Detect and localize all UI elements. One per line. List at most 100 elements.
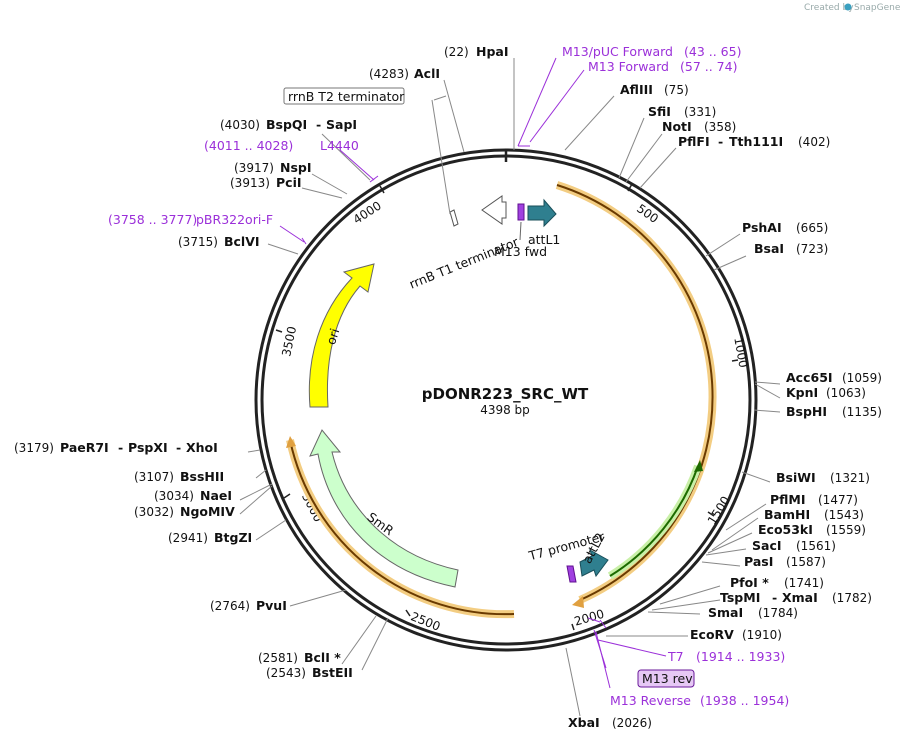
m13-fwd-label: M13 fwd [494,244,547,259]
orf-arrowhead-cw [572,596,584,608]
enzyme-btgzi-pos: (2941) [168,531,208,545]
ori-label: ori [323,326,342,346]
enzyme-bamhi-pos: (1543) [824,508,864,522]
enzyme-tth111i: Tth111I [729,134,783,149]
primer-lines [279,57,667,689]
enzyme-pflfi: PflFI [678,134,710,149]
primer-m13rev-box [637,669,695,688]
primer-m13puc-range: (43 .. 65) [684,44,741,59]
enzyme-pfoi-pos: (1741) [784,576,824,590]
enzyme-bcli: BclI * [304,650,341,665]
primer-m13f: M13 Forward [588,59,669,74]
enzyme-aflIII: AflIII [620,82,653,97]
enzyme-ngomiv-pos: (3032) [134,505,174,519]
enzyme-kpni: KpnI [786,385,818,400]
enzyme-bcli-pos: (2581) [258,651,298,665]
primer-t7: T7 [667,649,684,664]
enzyme-btgzi: BtgZI [214,530,252,545]
rrnb-t1-label: rrnB T1 terminator [407,234,521,292]
enzyme-eco53ki: Eco53kI [758,522,813,537]
snapgene-logo-icon [844,3,852,11]
enzyme-sapi: SapI [326,117,357,132]
primer-l4440: L4440 [320,138,359,153]
enzyme-ngomiv: NgoMIV [180,504,235,519]
enzyme-bsiwi: BsiWI [776,470,816,485]
primer-m13puc: M13/pUC Forward [562,44,673,59]
enzyme-pasi-pos: (1587) [786,555,826,569]
rrnb-t2-arrow [449,209,459,227]
enzyme-noti-pos: (358) [704,120,736,134]
attl1-arrow [527,198,557,228]
snapgene-watermark: Created by SnapGene [804,3,901,13]
enzyme-paer7i-sep: - [118,440,123,455]
plasmid-length: 4398 bp [480,403,530,417]
enzyme-pflfi-pos: (402) [798,135,830,149]
enzyme-xbai: XbaI [568,715,600,730]
enzyme-saci: SacI [752,538,782,553]
enzyme-ecorv-pos: (1910) [742,628,782,642]
primer-m13rev: M13 rev [642,671,693,686]
enzyme-tspmi: TspMI [720,590,760,605]
primer-m13f-range: (57 .. 74) [680,59,737,74]
enzyme-bsphi-pos: (1135) [842,405,882,419]
enzyme-hpai-pos: (22) [444,45,469,59]
enzyme-saci-pos: (1561) [796,539,836,553]
enzyme-xmai: XmaI [782,590,818,605]
enzyme-bsai: BsaI [754,241,784,256]
watermark-text: Created by [804,3,854,13]
m13-fwd-mark [517,203,525,221]
enzyme-bsshii: BssHII [180,469,224,484]
enzyme-smai-pos: (1784) [758,606,798,620]
enzyme-nspi: NspI [280,160,312,175]
ori-arrow [308,263,375,408]
tick-4000: 4000 [351,198,384,226]
enzyme-acli: AclI [414,66,440,81]
enzyme-pflfi-sep: - [718,134,723,149]
enzyme-bsiwi-pos: (1321) [830,471,870,485]
enzyme-nspi-pos: (3917) [234,161,274,175]
primer-m13r: M13 Reverse [610,693,691,708]
attl1-group: attL1 M13 fwd rrnB T1 terminator [407,195,560,292]
enzyme-aflIII-pos: (75) [664,83,689,97]
tick-3500: 3500 [279,325,299,358]
enzyme-tspmi-pos: (1782) [832,591,872,605]
enzyme-bspqi-sep: - [316,117,321,132]
orf-arcs [286,181,717,619]
enzyme-hpai: HpaI [476,44,509,59]
enzyme-smai: SmaI [708,605,743,620]
watermark-brand: SnapGene [854,3,901,13]
enzyme-paer7i-pos: (3179) [14,441,54,455]
enzyme-pshai-pos: (665) [796,221,828,235]
tick-500: 500 [634,201,661,226]
tick-1000: 1000 [731,336,750,369]
attl1-label: attL1 [528,232,560,247]
enzyme-pvui: PvuI [256,598,287,613]
enzyme-bclvi: BclVI [224,234,260,249]
enzyme-acli-pos: (4283) [369,67,409,81]
primer-pbr: pBR322ori-F [196,212,273,227]
primer-t7-range: (1914 .. 1933) [696,649,785,664]
attl2-arrow [579,548,609,578]
enzyme-paer7i: PaeR7I [60,440,109,455]
primer-labels: M13/pUC Forward (43 .. 65) M13 Forward (… [108,44,789,708]
rrnb-t2-box [283,87,405,105]
enzyme-bspqi-pos: (4030) [220,118,260,132]
enzyme-bsteii-pos: (2543) [266,666,306,680]
enzyme-pfoi: PfoI * [730,575,769,590]
enzyme-sfii-pos: (331) [684,105,716,119]
enzyme-xhoi: XhoI [186,440,218,455]
plasmid-name: pDONR223_SRC_WT [422,385,589,403]
enzyme-acc65i: Acc65I [786,370,833,385]
enzyme-eco53ki-pos: (1559) [826,523,866,537]
enzyme-bsteii: BstEII [312,665,353,680]
attl2-group: attL2 T7 promoter [526,529,609,583]
green-arrowhead [694,460,703,472]
orf-arc-ccw [289,439,515,616]
leader-lines [239,58,781,717]
smr-arrow [309,429,459,588]
enzyme-pspxi-sep: - [176,440,181,455]
rrnb-t2-label: rrnB T2 terminator [288,89,405,104]
enzyme-bsshii-pos: (3107) [134,470,174,484]
enzyme-pspxi: PspXI [128,440,168,455]
enzyme-bspqi: BspQI [266,117,307,132]
